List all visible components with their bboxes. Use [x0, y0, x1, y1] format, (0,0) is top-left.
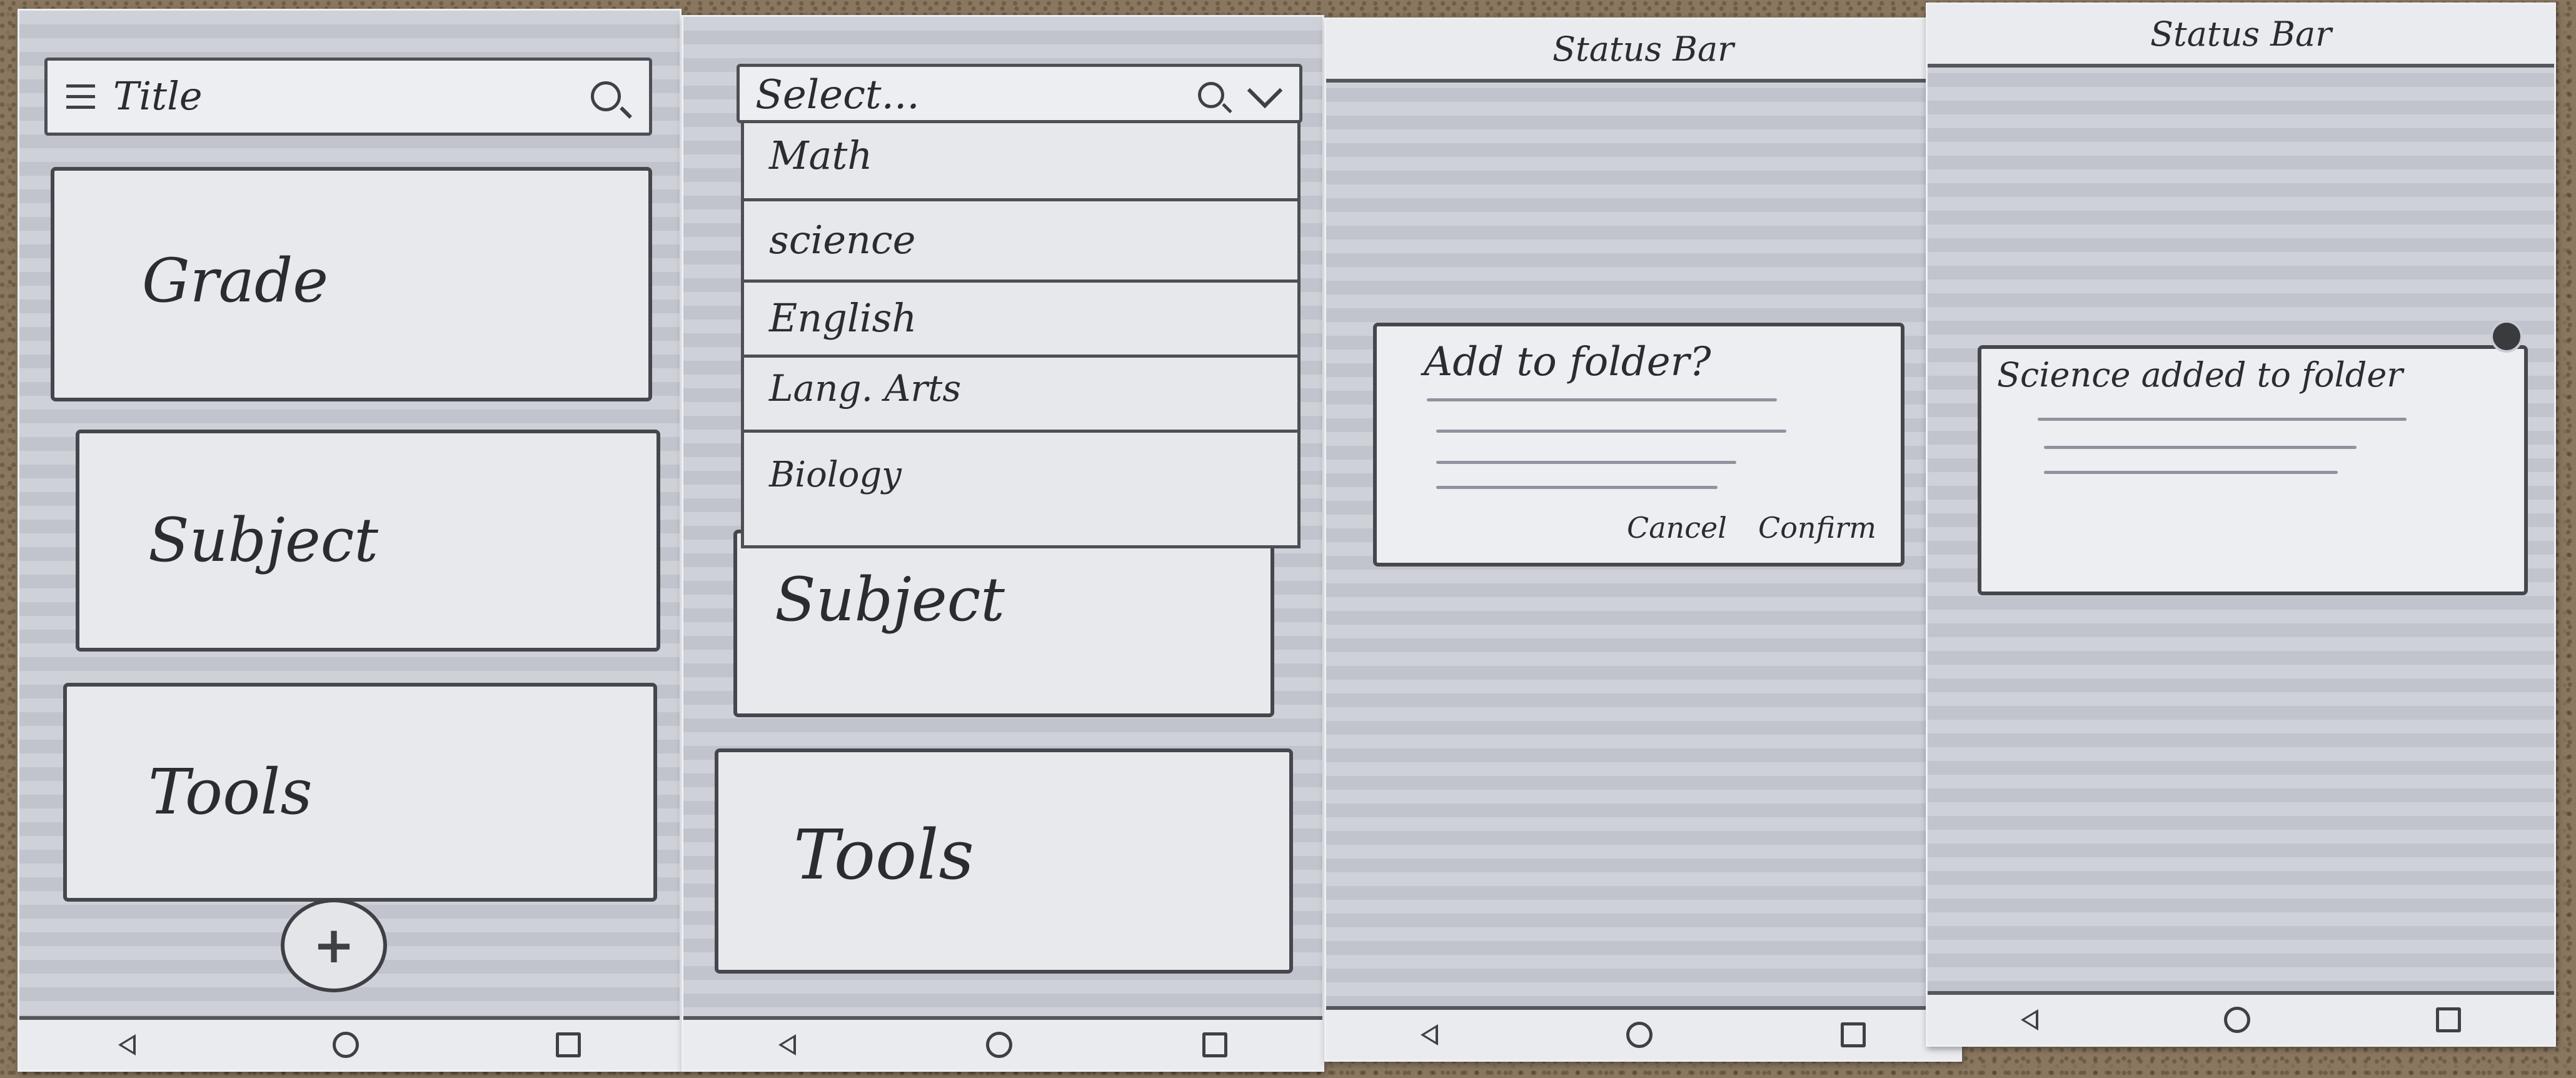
app-title: Title: [113, 73, 203, 119]
dropdown-menu: Math science English Lang. Arts Biology: [741, 117, 1301, 548]
dropdown-option-english[interactable]: English: [744, 280, 1297, 355]
added-to-folder-toast: Science added to folder: [1978, 345, 2528, 595]
status-bar: Status Bar: [1326, 19, 1960, 83]
toast-body-line: [2044, 471, 2338, 474]
option-label: Biology: [769, 455, 902, 495]
tools-card-label: Tools: [148, 755, 313, 829]
toast-body-line: [2038, 418, 2407, 421]
app-bar: Title: [44, 58, 652, 136]
toast-message: Science added to folder: [1997, 355, 2403, 395]
home-circle-icon[interactable]: [332, 1032, 359, 1058]
add-to-folder-dialog: Add to folder? Cancel Confirm: [1373, 323, 1904, 567]
tools-card-label: Tools: [793, 815, 974, 895]
hamburger-menu-icon[interactable]: [66, 84, 95, 111]
home-circle-icon[interactable]: [1626, 1022, 1653, 1048]
dropdown-option-lang-arts[interactable]: Lang. Arts: [744, 355, 1297, 430]
add-fab-button[interactable]: +: [281, 899, 387, 992]
screen-added-confirmation: Status Bar Science added to folder: [1926, 3, 2556, 1047]
option-label: Lang. Arts: [769, 367, 962, 410]
search-icon[interactable]: [1198, 82, 1232, 114]
back-triangle-icon[interactable]: [778, 1034, 796, 1055]
back-triangle-icon[interactable]: [2020, 1009, 2038, 1030]
recents-square-icon[interactable]: [2436, 1007, 2462, 1032]
screen-add-to-folder-dialog: Status Bar Add to folder? Cancel Confirm: [1324, 18, 1962, 1062]
chevron-down-icon[interactable]: [1247, 73, 1283, 109]
android-nav-bar: [1326, 1006, 1960, 1060]
dropdown-option-biology[interactable]: Biology: [744, 430, 1297, 545]
screen-select-subject: Tools Subject Math science English Lang.…: [682, 15, 1324, 1072]
subject-card[interactable]: Subject: [733, 530, 1274, 717]
search-icon[interactable]: [591, 81, 632, 119]
dropdown-option-science[interactable]: science: [744, 198, 1297, 280]
toast-body-line: [2044, 446, 2357, 449]
confirm-button[interactable]: Confirm: [1758, 511, 1876, 545]
tools-card[interactable]: Tools: [63, 683, 657, 902]
recents-square-icon[interactable]: [556, 1032, 581, 1057]
recents-square-icon[interactable]: [1841, 1022, 1866, 1047]
dropdown-option-math[interactable]: Math: [744, 117, 1297, 198]
android-nav-bar: [1928, 991, 2554, 1045]
option-label: science: [769, 217, 916, 263]
option-label: Math: [769, 133, 873, 178]
subject-card-label: Subject: [775, 565, 1005, 635]
dialog-body-line: [1427, 398, 1777, 401]
status-bar: Status Bar: [1928, 4, 2554, 68]
grade-card-label: Grade: [142, 246, 329, 316]
back-triangle-icon[interactable]: [1420, 1024, 1438, 1045]
screen-home: Title Grade Subject Tools +: [18, 9, 682, 1072]
dialog-body-line: [1436, 486, 1718, 489]
android-nav-bar: [683, 1016, 1322, 1070]
subject-card-label: Subject: [148, 505, 378, 575]
tools-card[interactable]: Tools: [715, 748, 1293, 974]
subject-select-field[interactable]: Select...: [737, 64, 1302, 123]
home-circle-icon[interactable]: [986, 1032, 1012, 1058]
dialog-title: Add to folder?: [1424, 339, 1711, 385]
back-triangle-icon[interactable]: [118, 1034, 136, 1055]
cancel-button[interactable]: Cancel: [1627, 511, 1727, 545]
recents-square-icon[interactable]: [1202, 1032, 1227, 1057]
subject-card[interactable]: Subject: [76, 430, 660, 652]
plus-icon: +: [313, 916, 355, 974]
select-placeholder: Select...: [755, 72, 920, 118]
grade-card[interactable]: Grade: [51, 167, 652, 401]
status-bar-label: Status Bar: [2150, 14, 2332, 54]
status-bar-label: Status Bar: [1552, 29, 1734, 69]
dialog-body-line: [1436, 430, 1786, 433]
home-circle-icon[interactable]: [2223, 1007, 2250, 1033]
dialog-body-line: [1436, 461, 1736, 464]
android-nav-bar: [19, 1016, 680, 1070]
option-label: English: [769, 295, 917, 341]
close-dot-icon[interactable]: [2490, 320, 2523, 353]
